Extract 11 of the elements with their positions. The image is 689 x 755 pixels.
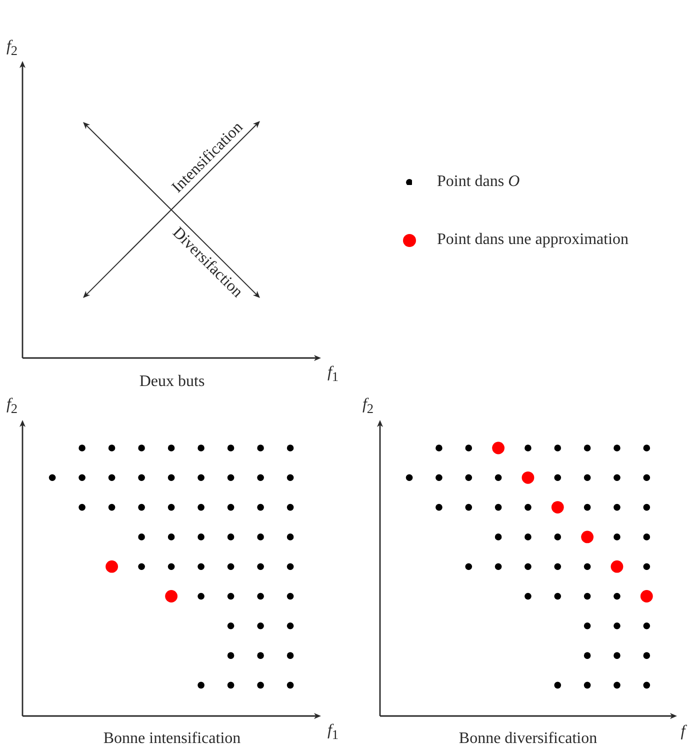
axis-label: f$_{1}$ bbox=[327, 364, 339, 384]
panel-caption: Deux buts bbox=[139, 372, 205, 392]
panel-caption: Bonne intensification bbox=[103, 730, 241, 748]
panel-caption: Bonne diversification bbox=[458, 730, 598, 748]
legend-label: Point dans O bbox=[437, 172, 520, 192]
axis-label: f$_{2}$ bbox=[6, 38, 18, 58]
axis-label: f$_{1}$ bbox=[327, 722, 339, 742]
legend-label: Point dans une approximation bbox=[437, 230, 629, 250]
axis-label: f$_{2}$ bbox=[362, 396, 374, 416]
axis-label: f bbox=[680, 722, 686, 742]
axis-label: f$_{2}$ bbox=[6, 396, 18, 416]
